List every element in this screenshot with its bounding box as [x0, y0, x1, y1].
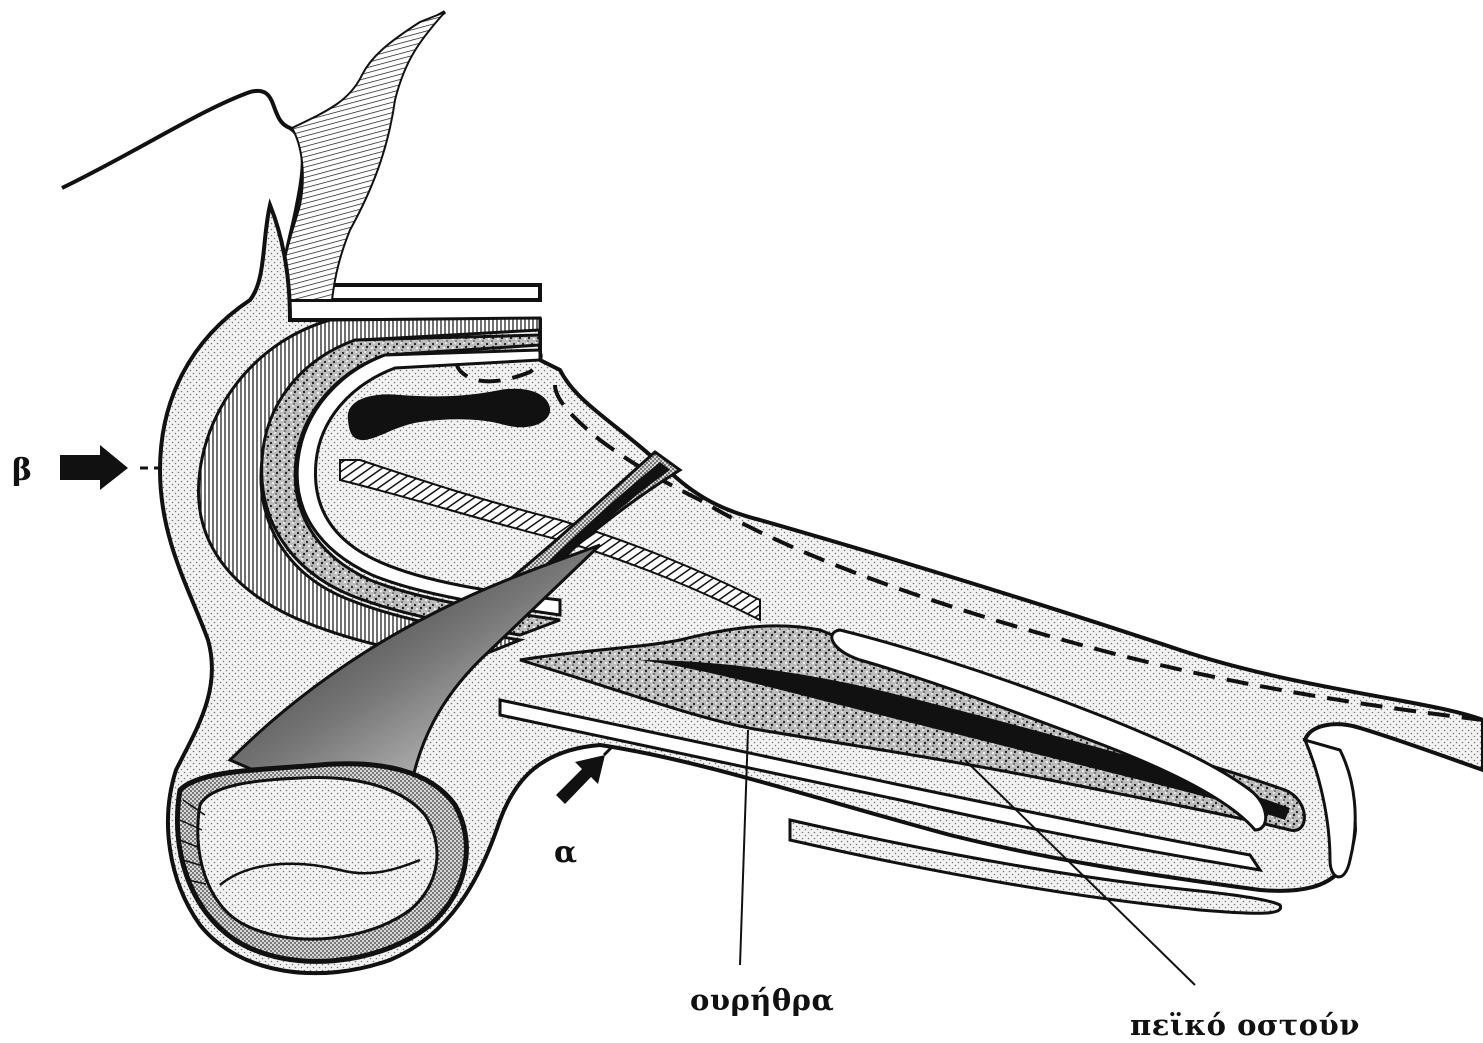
arrow-beta — [60, 445, 165, 490]
testis — [198, 777, 437, 939]
arrow-alpha — [556, 747, 612, 804]
body-wall-top — [62, 12, 540, 300]
label-beta: β — [12, 453, 32, 488]
label-urethra: ουρήθρα — [690, 983, 834, 1017]
label-os-penis: πεϊκό οστούν — [1130, 1008, 1360, 1042]
label-alpha: α — [554, 835, 577, 870]
